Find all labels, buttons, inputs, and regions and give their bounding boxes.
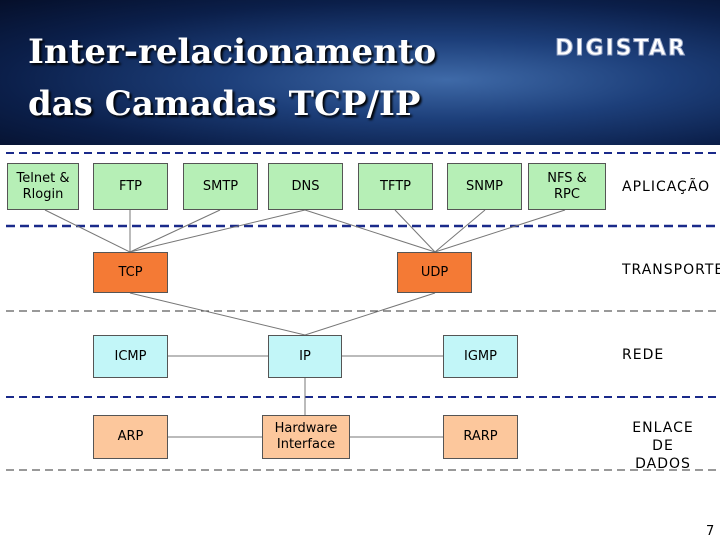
- link-tcp-ip: [129, 292, 306, 336]
- link-tftp-udp: [394, 209, 436, 253]
- box-snmp: SNMP: [447, 163, 522, 210]
- link-dns-udp: [304, 209, 436, 253]
- box-dns: DNS: [268, 163, 343, 210]
- box-hardware-interface: Hardware Interface: [262, 415, 350, 459]
- link-telnet-tcp: [44, 209, 131, 253]
- box-arp: ARP: [93, 415, 168, 459]
- box-tftp: TFTP: [358, 163, 433, 210]
- box-rarp: RARP: [443, 415, 518, 459]
- layer-label-transport: TRANSPORTE: [622, 262, 720, 278]
- link-nfs-udp: [434, 209, 566, 253]
- box-udp: UDP: [397, 252, 472, 293]
- link-smtp-tcp: [129, 209, 221, 253]
- digistar-logo: DIGISTAR: [538, 36, 704, 62]
- layer-label-application: APLICAÇÃO: [622, 179, 711, 195]
- box-nfs-rpc: NFS & RPC: [528, 163, 606, 210]
- layer-label-datalink: ENLACE DE DADOS: [632, 420, 694, 472]
- box-icmp: ICMP: [93, 335, 168, 378]
- title-line-2: das Camadas TCP/IP: [28, 84, 421, 124]
- title-line-1: Inter-relacionamento: [28, 32, 437, 72]
- box-ftp: FTP: [93, 163, 168, 210]
- box-tcp: TCP: [93, 252, 168, 293]
- logo-text: DIGISTAR: [555, 36, 687, 62]
- link-dns-tcp: [129, 209, 306, 253]
- slide-header: Inter-relacionamento das Camadas TCP/IP …: [0, 0, 720, 145]
- layer-label-network: REDE: [622, 347, 665, 363]
- slide-title: Inter-relacionamento das Camadas TCP/IP: [28, 26, 436, 130]
- box-ip: IP: [268, 335, 342, 378]
- link-snmp-udp: [434, 209, 486, 253]
- box-telnet-rlogin: Telnet & Rlogin: [7, 163, 79, 210]
- box-smtp: SMTP: [183, 163, 258, 210]
- page-number: 7: [706, 524, 715, 539]
- link-udp-ip: [304, 292, 436, 336]
- box-igmp: IGMP: [443, 335, 518, 378]
